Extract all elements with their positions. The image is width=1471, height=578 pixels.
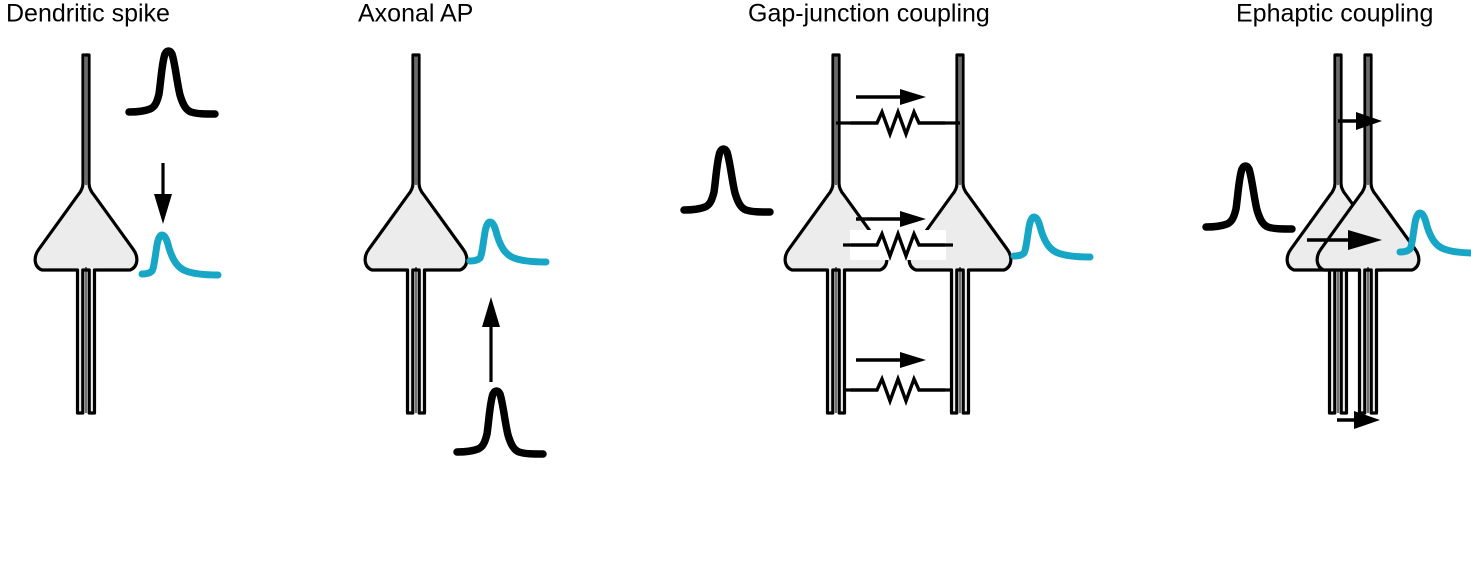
- input-spike-trace-dendritic: [129, 51, 215, 114]
- panel-title-dendritic-spike: Dendritic spike: [6, 0, 170, 28]
- ephaptic-arrow-dendrite: [1338, 112, 1382, 130]
- panel-ephaptic-coupling: Ephaptic coupling: [1206, 0, 1471, 429]
- gap-junction-coupling-3: [845, 352, 952, 405]
- gap-junction-coupling-2: [843, 211, 953, 260]
- transfer-arrow-up-axonal: [482, 297, 500, 382]
- panel-title-ephaptic-coupling: Ephaptic coupling: [1236, 0, 1433, 28]
- ephaptic-arrow-soma: [1307, 230, 1382, 250]
- output-epsp-trace-dendritic: [142, 235, 218, 275]
- ephaptic-arrow-axon: [1337, 411, 1380, 429]
- gap-junction-coupling-1: [836, 89, 960, 138]
- input-spike-trace-gap: [684, 149, 770, 212]
- neuron-axonal: [363, 53, 469, 415]
- panel-axonal-ap: Axonal AP: [358, 0, 546, 454]
- panel-title-gap-junction-coupling: Gap-junction coupling: [748, 0, 990, 28]
- transfer-arrow-down-dendritic: [154, 163, 172, 224]
- neuron-dendritic: [33, 53, 139, 415]
- panel-title-axonal-ap: Axonal AP: [358, 0, 473, 28]
- output-epsp-trace-gap: [1014, 217, 1090, 257]
- output-epsp-trace-ephaptic: [1400, 213, 1471, 253]
- input-spike-trace-axonal: [457, 391, 543, 454]
- input-spike-trace-ephaptic: [1206, 166, 1292, 229]
- output-epsp-trace-axonal: [470, 222, 546, 262]
- panel-gap-junction-coupling: Gap-junction coupling: [684, 0, 1090, 415]
- panel-dendritic-spike: Dendritic spike: [6, 0, 218, 415]
